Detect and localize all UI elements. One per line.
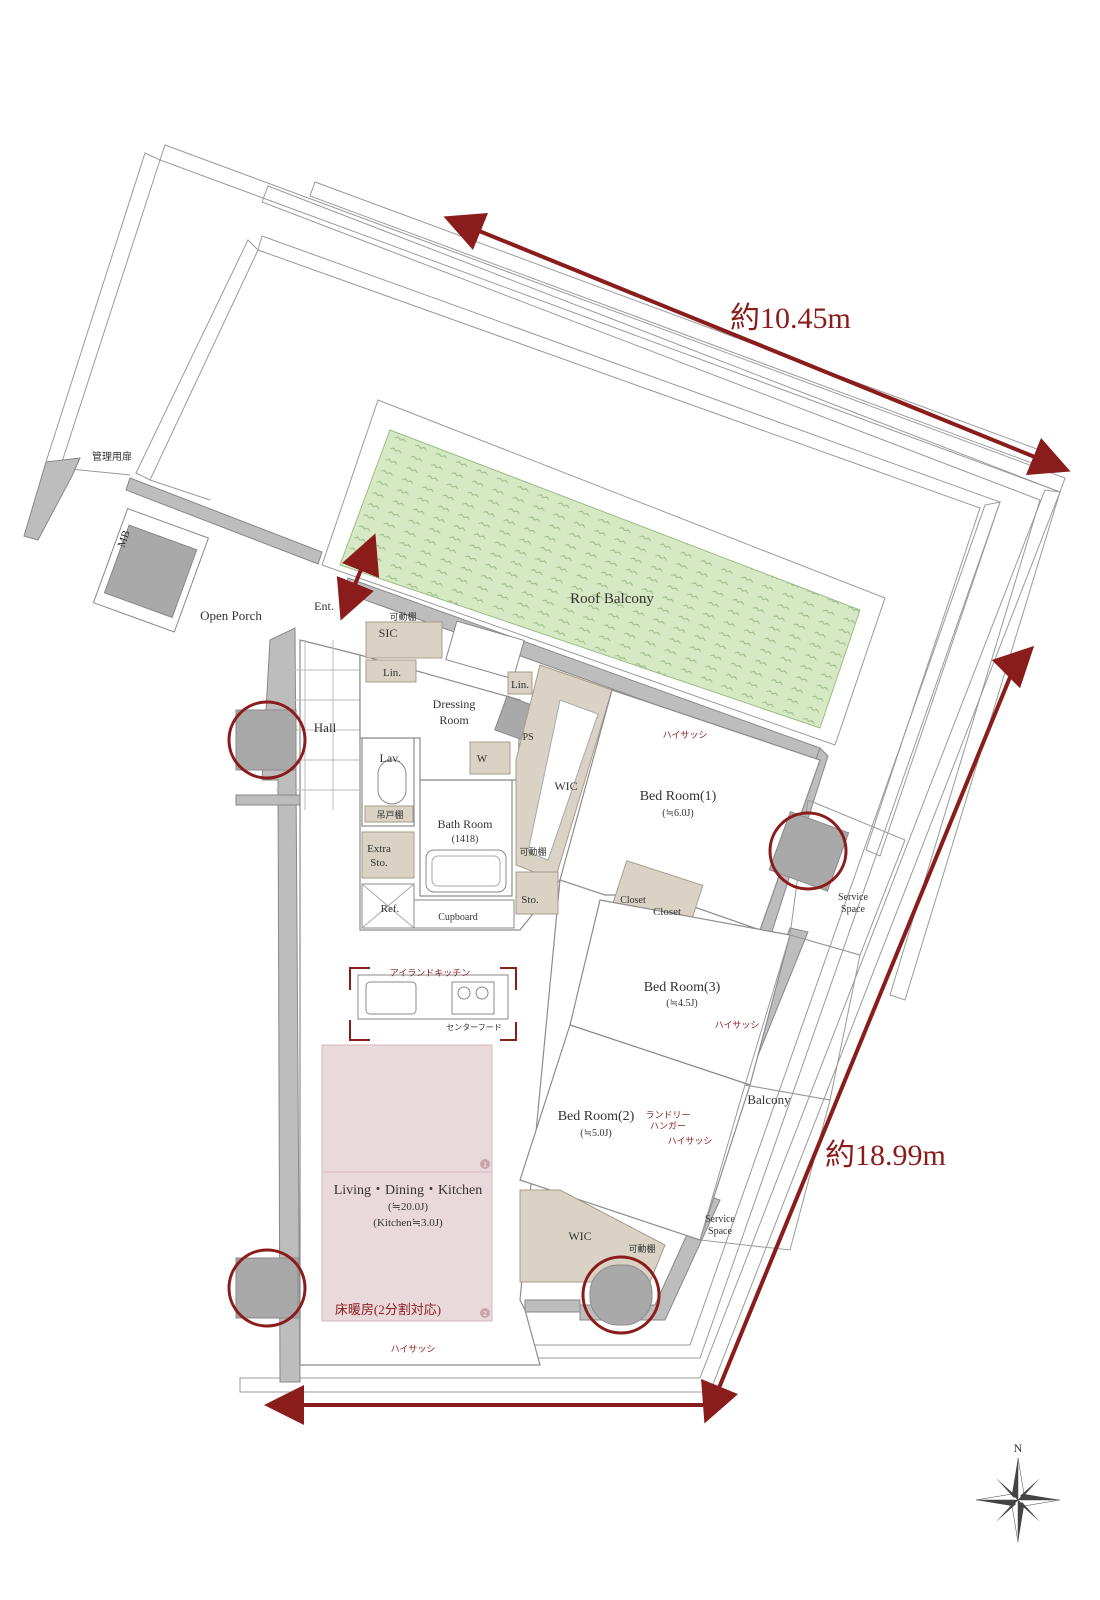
- label-kadou-dana-3: 可動棚: [628, 1243, 655, 1254]
- column-marker-4: [581, 1255, 661, 1335]
- columns: [227, 700, 850, 1335]
- label-lin-2: Lin.: [511, 679, 529, 691]
- label-open-porch: Open Porch: [200, 608, 262, 623]
- label-bed1-size: (≒6.0J): [662, 808, 693, 819]
- label-extra-2: Sto.: [370, 857, 388, 869]
- roof-balcony: [321, 399, 886, 746]
- label-island-kitchen: アイランドキッチン: [390, 968, 471, 978]
- label-bed2: Bed Room(2): [558, 1109, 635, 1124]
- label-cupboard: Cupboard: [438, 912, 477, 923]
- label-balcony: Balcony: [747, 1092, 791, 1107]
- label-service-1a: Service: [838, 892, 869, 903]
- label-hall: Hall: [314, 720, 337, 735]
- dimension-right: 約18.99m: [825, 1139, 946, 1172]
- label-sto: Sto.: [521, 894, 539, 906]
- label-ldk-size: (≒20.0J): [388, 1201, 428, 1213]
- column-marker-3: [227, 1248, 307, 1328]
- label-bed1: Bed Room(1): [640, 789, 717, 804]
- label-closet-1: Closet: [620, 895, 646, 906]
- label-service-2a: Service: [705, 1214, 736, 1225]
- compass-icon: N: [975, 1441, 1061, 1543]
- label-kitchen-size: (Kitchen≒3.0J): [373, 1217, 443, 1229]
- label-roof-balcony: Roof Balcony: [570, 591, 654, 607]
- label-bed3-size: (≒4.5J): [666, 998, 697, 1009]
- label-sic: SIC: [379, 626, 398, 640]
- label-kadou-dana-2: 可動棚: [519, 846, 546, 857]
- label-dressing-2: Room: [439, 713, 469, 727]
- label-service-1b: Space: [841, 904, 865, 915]
- label-tsuri-dana-1: 吊戸棚: [376, 809, 403, 820]
- label-high-sash-2: ハイサッシ: [715, 1020, 760, 1030]
- label-ps: PS: [522, 732, 533, 743]
- label-kadou-dana-1: 可動棚: [389, 611, 416, 622]
- label-high-sash-4: ハイサッシ: [391, 1344, 436, 1354]
- label-wic-2: WIC: [568, 1229, 591, 1243]
- label-laundry-2: ハンガー: [650, 1121, 686, 1131]
- label-ref: Ref.: [381, 903, 400, 915]
- label-bath: Bath Room: [437, 817, 493, 831]
- dimension-top: 約10.45m: [730, 302, 851, 335]
- label-mb: MB: [116, 529, 133, 549]
- label-floor-heating: 床暖房(2分割対応): [335, 1302, 441, 1317]
- label-ldk: Living・Dining・Kitchen: [334, 1183, 483, 1198]
- label-wic-1: WIC: [554, 779, 577, 793]
- rooms: [92, 508, 906, 1366]
- label-high-sash-1: ハイサッシ: [663, 730, 708, 740]
- label-bath-size: (1418): [452, 834, 479, 845]
- label-closet-2: Closet: [653, 906, 681, 918]
- label-high-sash-3: ハイサッシ: [668, 1136, 713, 1146]
- room-labels: Roof Balcony 管理用扉 MB Open Porch Ent. SIC…: [92, 450, 869, 1354]
- label-lin-1: Lin.: [383, 667, 401, 679]
- label-center-hood: センターフード: [446, 1023, 502, 1032]
- label-bed2-size: (≒5.0J): [580, 1128, 611, 1139]
- floor-heating-zone-2: 2: [483, 1310, 487, 1318]
- label-bed3: Bed Room(3): [644, 980, 721, 995]
- label-service-2b: Space: [708, 1226, 732, 1237]
- compass-north-label: N: [1014, 1441, 1023, 1455]
- column-marker-1: [227, 700, 307, 780]
- label-dressing-1: Dressing: [433, 697, 476, 711]
- label-laundry-1: ランドリー: [645, 1110, 690, 1120]
- label-kanri-door: 管理用扉: [92, 450, 132, 463]
- dimension-arrows: [264, 213, 1071, 1425]
- label-extra-1: Extra: [367, 843, 391, 855]
- label-ent: Ent.: [314, 599, 334, 613]
- label-lav: Lav.: [380, 751, 401, 765]
- label-w: W: [477, 753, 488, 765]
- floor-heating-zone-1: 1: [483, 1161, 487, 1169]
- column-marker-2: [768, 811, 848, 891]
